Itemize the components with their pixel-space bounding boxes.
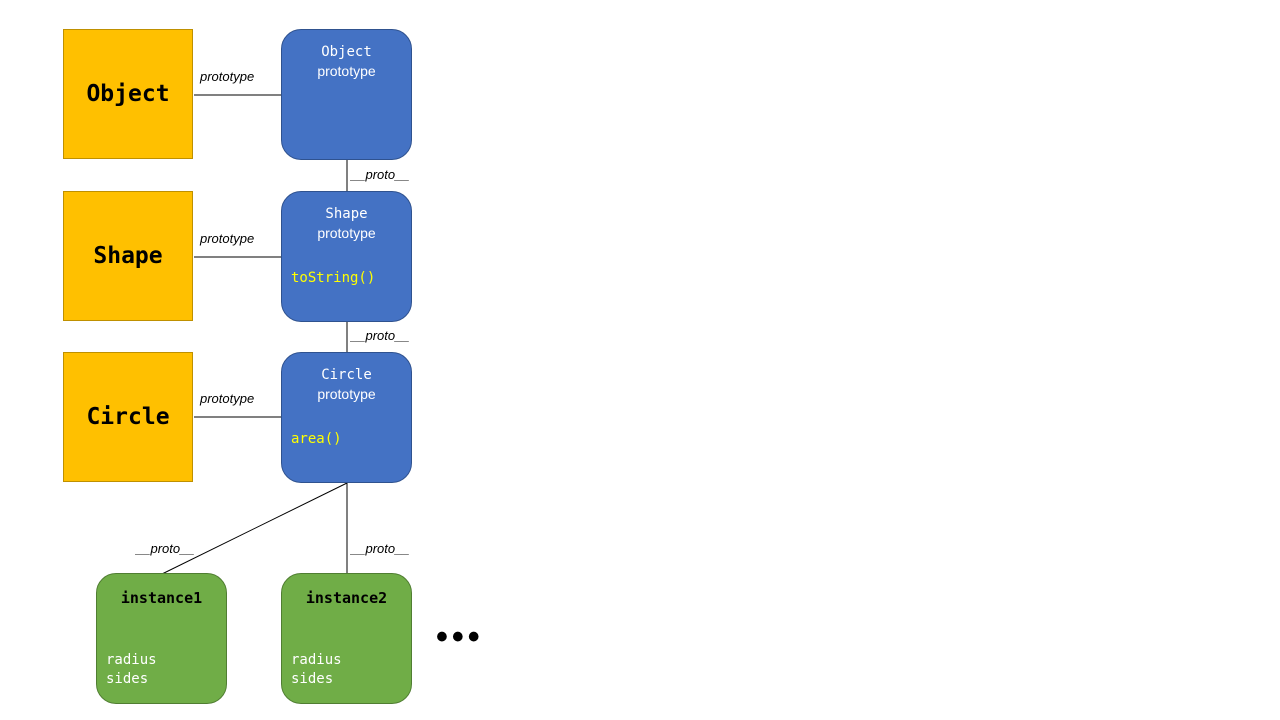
object-prototype-edge-label: prototype [200, 69, 255, 84]
shape-prototype-name: Shape [325, 206, 368, 222]
instance2-name: instance2 [305, 589, 388, 607]
instance1-box: instance1 radius sides [96, 573, 227, 704]
instance1-name: instance1 [120, 589, 203, 607]
circle-prototype-kind: prototype [317, 386, 376, 402]
circle-constructor-box: Circle [63, 352, 193, 482]
circle-prototype-method: area() [291, 431, 342, 447]
object-prototype-kind: prototype [317, 63, 376, 79]
more-instances-ellipsis: ••• [436, 618, 484, 656]
circle-prototype-box: Circle prototype area() [281, 352, 412, 483]
circle-constructor-label: Circle [86, 404, 170, 430]
shape-constructor-box: Shape [63, 191, 193, 321]
instance2-prop-sides: sides [291, 671, 334, 687]
circle-prototype-name: Circle [321, 367, 372, 383]
instance2-proto-edge-label: __proto__ [351, 541, 410, 556]
instance1-prop-radius: radius [106, 652, 157, 668]
shape-prototype-method: toString() [291, 270, 376, 286]
object-prototype-box: Object prototype [281, 29, 412, 160]
circle-proto-edge-label: __proto__ [351, 328, 410, 343]
object-prototype-name: Object [321, 44, 372, 60]
instance1-prop-sides: sides [106, 671, 149, 687]
instance1-proto-edge [161, 482, 348, 575]
shape-proto-edge-label: __proto__ [351, 167, 410, 182]
instance2-prop-radius: radius [291, 652, 342, 668]
shape-prototype-kind: prototype [317, 225, 376, 241]
object-constructor-box: Object [63, 29, 193, 159]
circle-prototype-edge-label: prototype [200, 391, 255, 406]
shape-prototype-edge-label: prototype [200, 231, 255, 246]
shape-prototype-box: Shape prototype toString() [281, 191, 412, 322]
instance2-box: instance2 radius sides [281, 573, 412, 704]
instance1-proto-edge-label: __proto__ [136, 541, 195, 556]
object-constructor-label: Object [86, 81, 170, 107]
shape-constructor-label: Shape [93, 243, 163, 269]
